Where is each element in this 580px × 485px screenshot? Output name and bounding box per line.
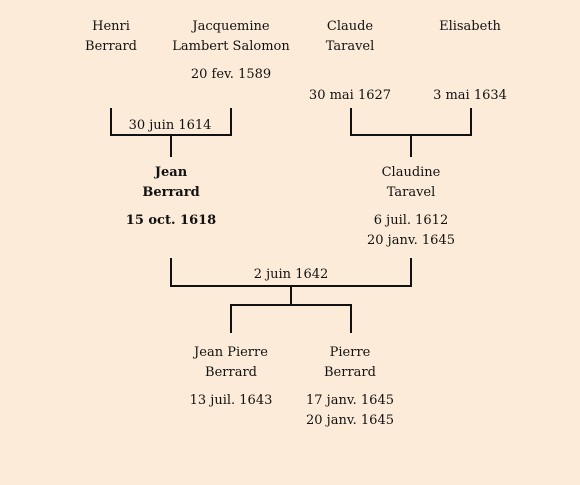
person-date: 6 juil. 1612: [373, 213, 449, 228]
date-label-elisabeth: 3 mai 1634: [433, 88, 507, 103]
person-first-name: Pierre: [329, 345, 371, 360]
person-last-name: Lambert Salomon: [172, 39, 290, 54]
person-claude-taravel: Claude Taravel: [326, 17, 375, 57]
person-last-name: Berrard: [324, 365, 376, 380]
person-first-name: Claude: [326, 19, 374, 34]
person-first-name: Elisabeth: [439, 19, 501, 34]
person-claudine-taravel: Claudine Taravel 6 juil. 1612 20 janv. 1…: [367, 163, 455, 251]
person-first-name: Jean: [154, 165, 188, 180]
person-last-name: Berrard: [205, 365, 257, 380]
person-first-name: Jacquemine: [192, 19, 270, 34]
marriage-date-henri-jacquemine: 30 juin 1614: [128, 118, 212, 133]
person-jean-berrard: Jean Berrard 15 oct. 1618: [126, 163, 216, 231]
person-first-name: Jean Pierre: [194, 345, 268, 360]
person-date: 20 janv. 1645: [367, 233, 455, 248]
person-jean-pierre-berrard: Jean Pierre Berrard 13 juil. 1643: [190, 343, 273, 411]
person-date: 17 janv. 1645: [306, 393, 394, 408]
person-last-name: Berrard: [85, 39, 137, 54]
date-label-claude: 30 mai 1627: [308, 88, 392, 103]
person-jacquemine-lambert-salomon: Jacquemine Lambert Salomon 20 fev. 1589: [172, 17, 289, 85]
person-last-name: Taravel: [325, 39, 375, 54]
person-date: 20 janv. 1645: [306, 413, 394, 428]
marriage-bracket-claude-elisabeth: [350, 108, 472, 136]
person-last-name: Taravel: [386, 185, 436, 200]
person-first-name: Henri: [92, 19, 130, 34]
children-bracket: [230, 304, 352, 333]
person-date: 20 fev. 1589: [190, 67, 272, 82]
person-elisabeth: Elisabeth: [439, 17, 501, 37]
person-pierre-berrard: Pierre Berrard 17 janv. 1645 20 janv. 16…: [306, 343, 394, 431]
person-last-name: Berrard: [142, 185, 200, 200]
person-henri-berrard: Henri Berrard: [85, 17, 137, 57]
marriage-date-jean-claudine: 2 juin 1642: [253, 267, 329, 282]
person-date: 15 oct. 1618: [125, 213, 217, 228]
person-first-name: Claudine: [381, 165, 441, 180]
person-date: 13 juil. 1643: [189, 393, 273, 408]
